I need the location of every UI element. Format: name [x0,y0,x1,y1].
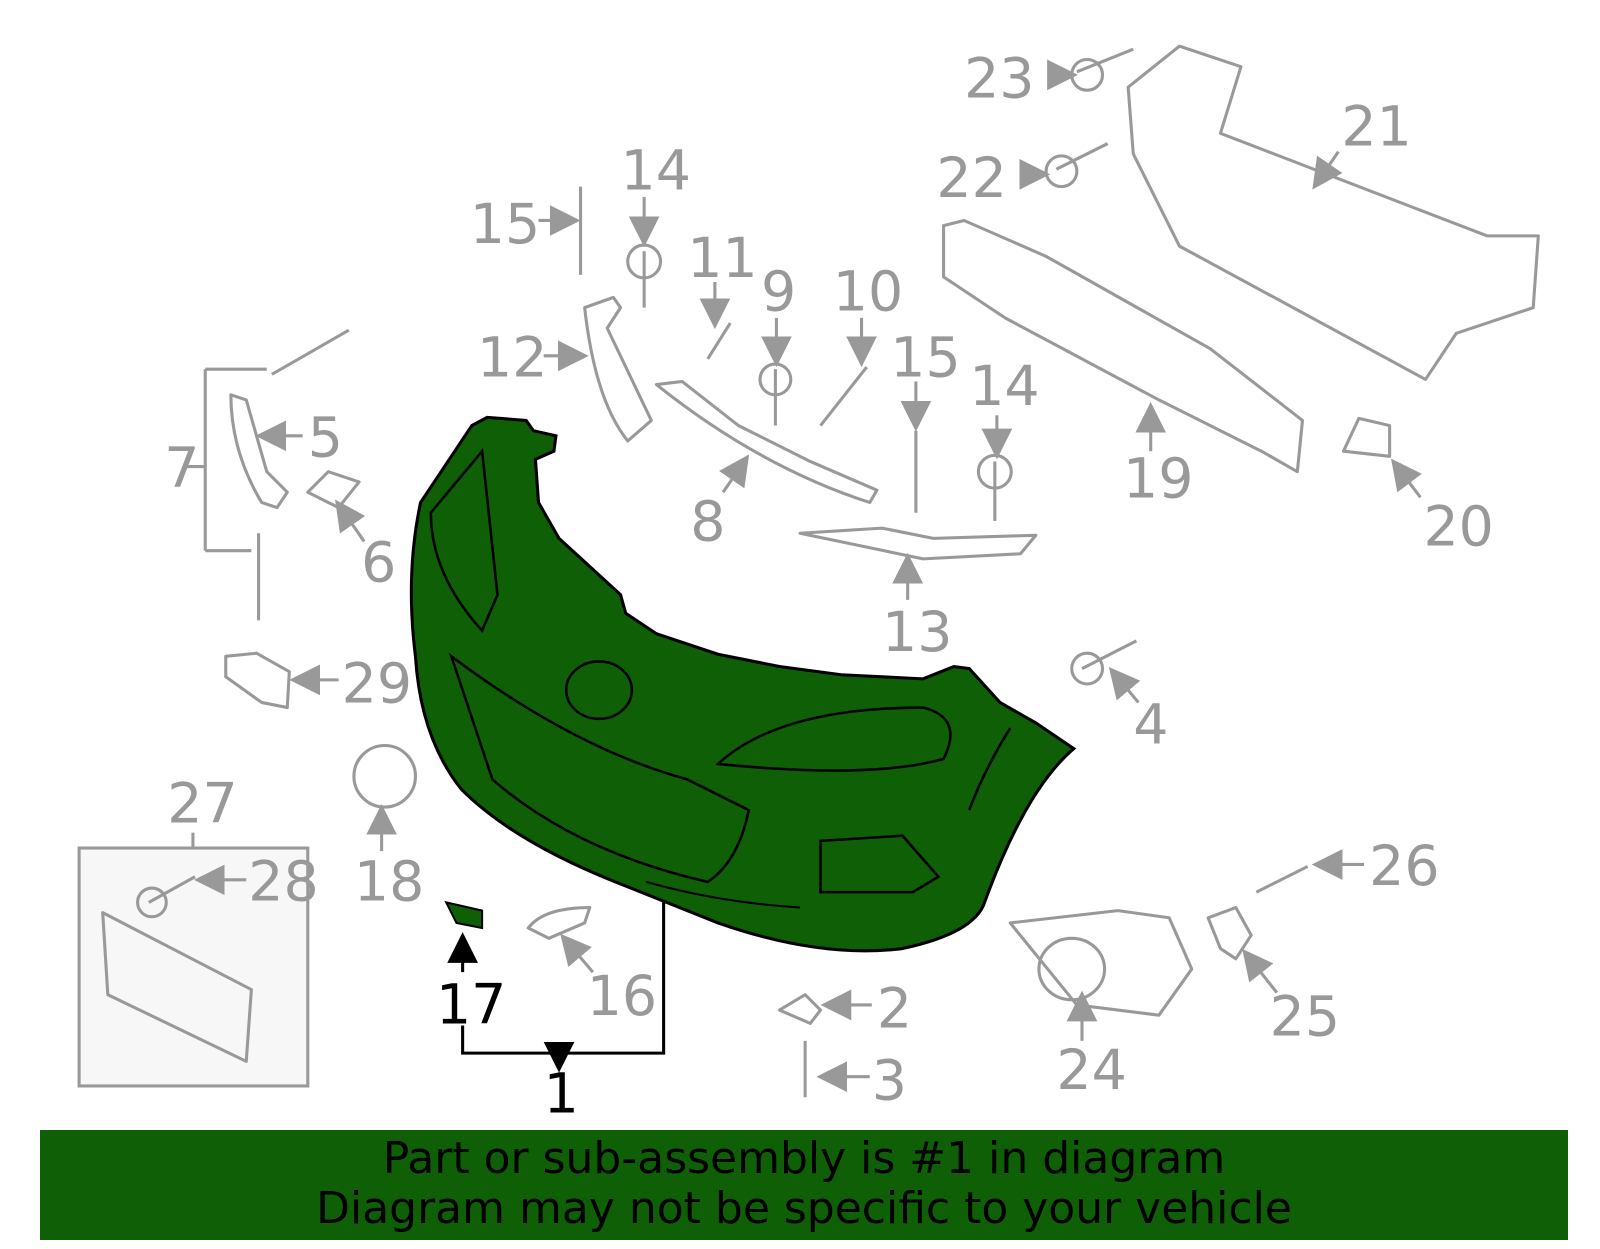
callout-14b: 14 [969,355,1039,419]
other-parts [77,44,1540,1098]
callout-9: 9 [761,261,796,325]
banner-line-1: Part or sub-assembly is #1 in diagram [382,1133,1226,1184]
callout-27: 27 [167,772,237,836]
callout-10: 10 [833,261,903,325]
callout-29: 29 [342,652,412,716]
callout-25: 25 [1270,986,1340,1050]
info-banner: Part or sub-assembly is #1 in diagram Di… [40,1130,1568,1240]
callout-16: 16 [587,965,657,1029]
callout-12: 12 [477,326,547,390]
front-bumper-cover[interactable] [409,415,1077,953]
callout-22: 22 [936,147,1006,211]
callout-21: 21 [1341,96,1411,160]
banner-line-2: Diagram may not be specific to your vehi… [316,1183,1292,1234]
callout-7: 7 [164,437,199,501]
callout-5: 5 [308,406,343,470]
callout-26: 26 [1369,835,1439,899]
callout-19: 19 [1123,447,1193,511]
callout-2: 2 [877,978,912,1042]
callout-14a: 14 [621,140,691,204]
callout-23: 23 [964,47,1034,111]
callout-11: 11 [687,227,757,291]
callout-8: 8 [690,490,725,554]
callout-13: 13 [882,601,952,665]
leader-lines [184,59,1422,1077]
callout-18: 18 [354,850,424,914]
callout-17: 17 [436,973,506,1037]
callout-4: 4 [1133,693,1168,757]
callout-28: 28 [248,850,318,914]
callout-3: 3 [872,1049,907,1113]
callout-6: 6 [361,531,396,595]
callout-20: 20 [1423,496,1493,560]
callout-24: 24 [1056,1039,1126,1103]
callout-1: 1 [544,1063,579,1127]
callout-15b: 15 [890,326,960,390]
callout-15a: 15 [470,193,540,257]
